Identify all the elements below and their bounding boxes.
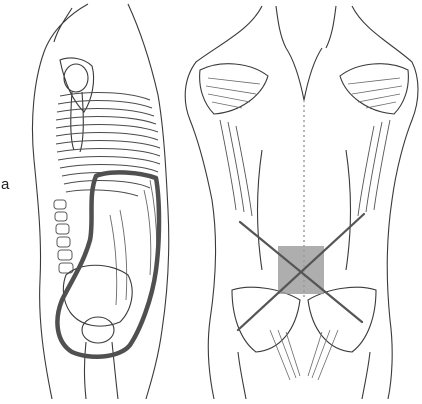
- right-thigh: [362, 352, 370, 399]
- abdominal-wall: [110, 180, 157, 305]
- neck: [276, 6, 336, 48]
- x-line-ascending: [238, 214, 364, 330]
- right-body-contour: [352, 6, 418, 399]
- x-marker: [238, 214, 364, 330]
- spine: [54, 200, 73, 273]
- latissimus-dorsi: [220, 120, 390, 216]
- posterior-torso-view: [185, 6, 418, 399]
- left-thigh: [238, 352, 246, 399]
- femur: [85, 342, 119, 399]
- neck-line: [54, 8, 72, 42]
- erector-left: [258, 150, 263, 270]
- erector-right: [346, 150, 351, 270]
- deltoid-striations: [206, 78, 402, 108]
- gluteal-right: [308, 287, 376, 352]
- gluteal-left: [232, 287, 300, 352]
- femoral-head: [82, 317, 114, 343]
- lateral-torso-view: [32, 4, 168, 399]
- pelvic-muscle-striations: [270, 330, 338, 380]
- humeral-head: [64, 64, 88, 92]
- panel-label-a: a: [1, 176, 9, 193]
- trapezius: [286, 48, 322, 100]
